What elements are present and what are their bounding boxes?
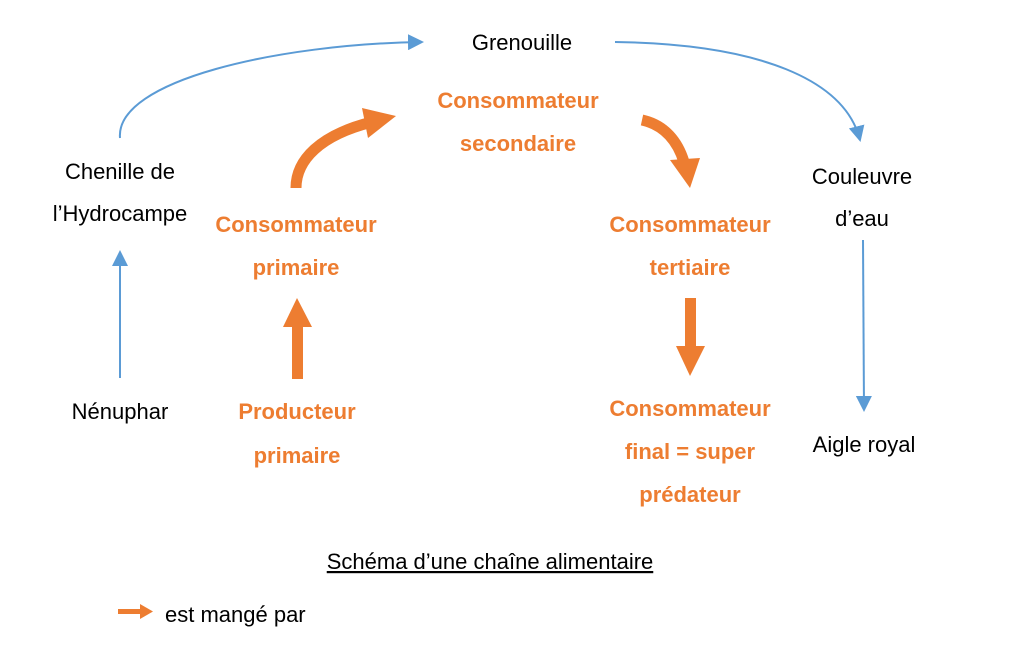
- level-primaire: Consommateur primaire: [215, 212, 377, 280]
- level-line: Consommateur: [609, 396, 771, 421]
- organism-nenuphar: Nénuphar: [72, 399, 169, 424]
- level-line: primaire: [254, 443, 341, 468]
- arrow-chenille-to-grenouille: [118, 34, 424, 139]
- level-line: Consommateur: [609, 212, 771, 237]
- organism-aigle: Aigle royal: [813, 432, 916, 457]
- legend: est mangé par: [118, 602, 306, 627]
- level-line: Producteur: [238, 399, 356, 424]
- organism-couleuvre-line2: d’eau: [835, 206, 889, 231]
- orange-arrow-producteur-to-primaire: [283, 298, 312, 379]
- level-tertiaire: Consommateur tertiaire: [609, 212, 771, 280]
- arrow-couleuvre-to-aigle: [855, 239, 872, 412]
- level-producteur: Producteur primaire: [238, 399, 356, 468]
- orange-arrow-tertiaire-to-final: [676, 298, 705, 376]
- legend-arrow-icon: [118, 604, 153, 619]
- level-line: tertiaire: [650, 255, 731, 280]
- orange-arrow-primaire-to-secondaire: [290, 108, 396, 189]
- legend-label: est mangé par: [165, 602, 306, 627]
- level-line: final = super: [625, 439, 756, 464]
- organism-chenille-line2: l’Hydrocampe: [53, 201, 188, 226]
- level-line: primaire: [253, 255, 340, 280]
- diagram-caption: Schéma d’une chaîne alimentaire: [327, 549, 654, 574]
- level-line: prédateur: [639, 482, 741, 507]
- level-secondaire: Consommateur secondaire: [437, 88, 599, 156]
- level-line: Consommateur: [437, 88, 599, 113]
- organism-grenouille: Grenouille: [472, 30, 572, 55]
- arrow-grenouille-to-couleuvre: [614, 41, 865, 142]
- orange-arrow-secondaire-to-tertiaire: [640, 114, 700, 188]
- organism-chenille-line1: Chenille de: [65, 159, 175, 184]
- level-line: secondaire: [460, 131, 576, 156]
- level-final: Consommateur final = super prédateur: [609, 396, 771, 507]
- organism-couleuvre-line1: Couleuvre: [812, 164, 912, 189]
- level-line: Consommateur: [215, 212, 377, 237]
